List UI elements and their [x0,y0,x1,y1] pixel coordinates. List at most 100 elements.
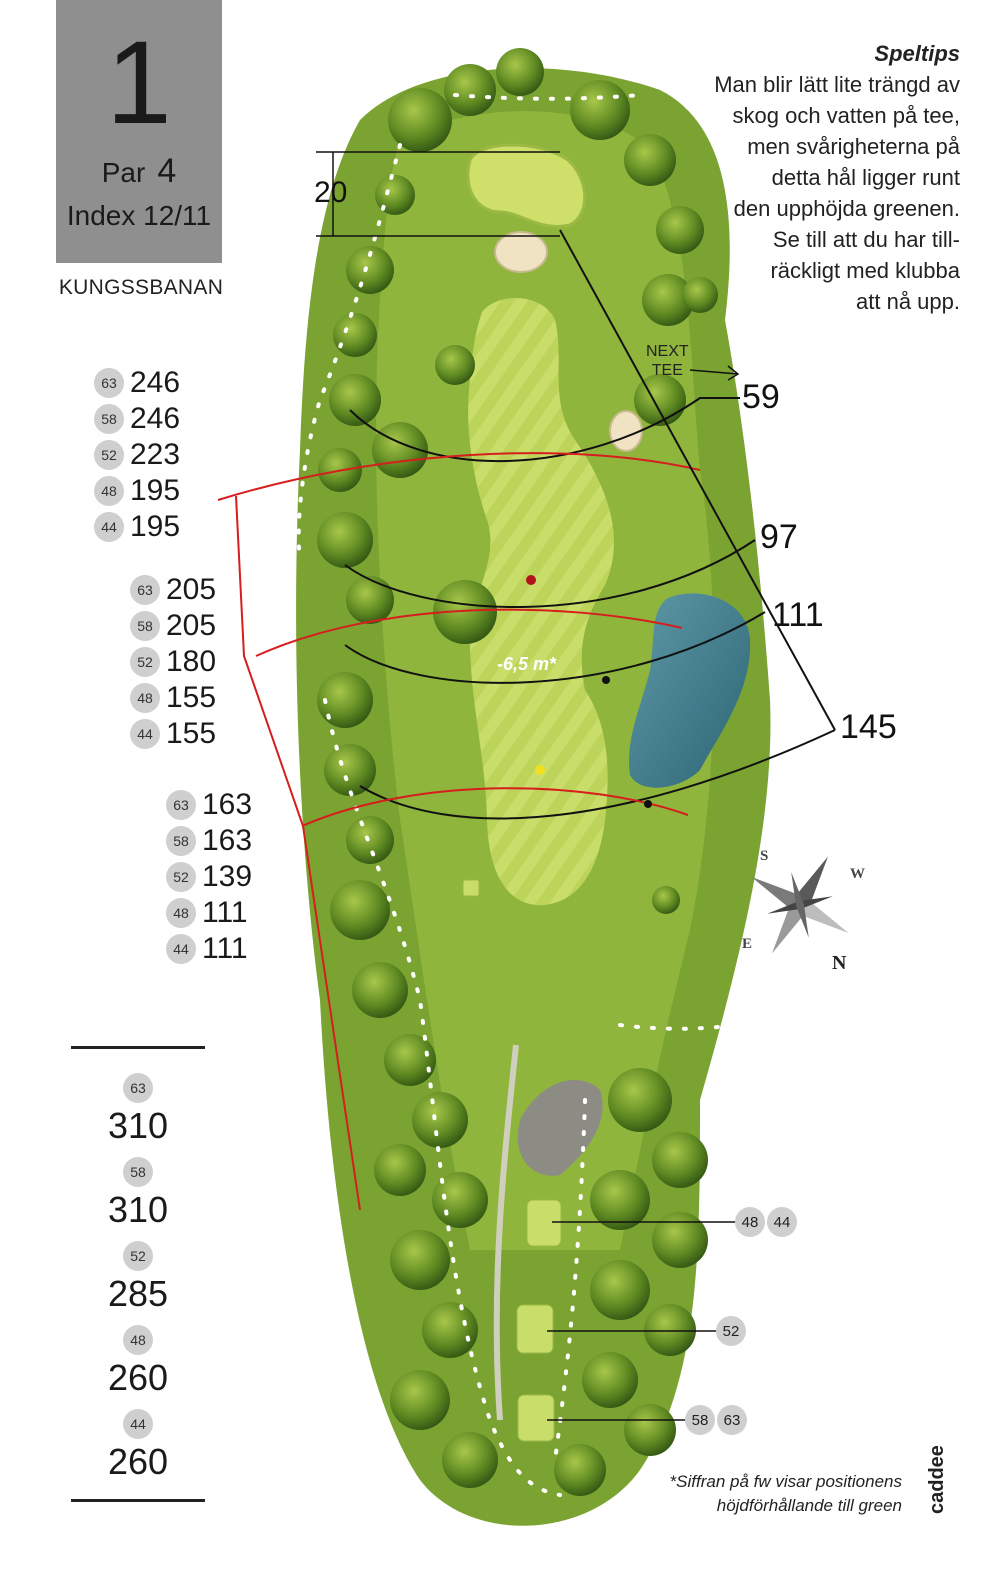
distance-label-111: 111 [772,596,824,634]
distance-arc-97 [344,539,756,608]
tee-badge: 48 [94,476,124,506]
tee-badge: 44 [123,1409,153,1439]
compass-icon [751,856,849,954]
tips-line: räckligt med klubba [770,258,960,283]
tee-badge: 48 [130,683,160,713]
tee-box [462,879,480,897]
tee-badge: 63 [130,575,160,605]
tips-line: att nå upp. [856,289,960,314]
total-length: 260 [107,1441,169,1482]
distance-value: 195 [130,510,181,543]
tips-line: detta hål ligger runt [771,165,960,190]
par-value: 4 [157,152,177,190]
par-label: Par [101,157,146,188]
tee-badge: 58 [130,611,160,641]
tee-badge: 63 [94,368,124,398]
hole-index: Index 12/11 [66,200,212,231]
water-hazard [629,593,751,788]
tee-badge: 44 [166,934,196,964]
tips-line: men svårigheterna på [747,134,960,159]
bunker [609,410,643,452]
tee-marker-badge: 58 [685,1405,715,1435]
compass-w: W [850,866,865,882]
tee-marker-badge: 48 [735,1207,765,1237]
brand-name: caddee [926,1445,948,1514]
boundary-dots [296,93,737,1497]
tips-line: Man blir lätt lite trängd av [714,72,960,97]
tips-line: den upphöjda greenen. [733,196,960,221]
tee-badge: 44 [94,512,124,542]
compass-s: S [760,848,769,864]
green [466,143,587,228]
tee-badge: 63 [123,1073,153,1103]
distance-label-97: 97 [760,518,798,556]
elevation-label: -6,5 m* [497,654,557,674]
tee-badge: 48 [166,898,196,928]
tips-line: skog och vatten på tee, [732,103,961,128]
distance-value: 195 [130,474,181,507]
distance-value: 180 [166,645,217,678]
tee-badge: 58 [166,826,196,856]
course-name: KUNGSSBANAN [58,276,224,299]
footnote: *Siffran på fw visar positionens höjdför… [669,1472,902,1515]
tee-badge: 52 [166,862,196,892]
total-length: 260 [107,1357,169,1398]
hole-number: 1 [106,17,172,149]
total-length: 285 [107,1273,169,1314]
tee-badge: 58 [94,404,124,434]
distance-value: 155 [166,681,217,714]
tee-badge: 52 [130,647,160,677]
divider [71,1499,205,1502]
distance-value: 155 [166,717,217,750]
marker-dot [644,800,652,808]
green-depth-label: 20 [314,176,348,209]
brand-logo: caddee [920,1430,960,1520]
distance-value: 163 [202,788,253,821]
play-tips: Speltips Man blir lätt lite trängd av sk… [640,38,960,317]
tee-marker-badge: 63 [717,1405,747,1435]
layup-arc-1 [217,452,701,501]
distance-arc-111 [344,611,766,684]
fairway [468,298,614,906]
tee-badge: 44 [130,719,160,749]
tee-box [526,1199,562,1247]
red-connector [235,495,361,1211]
tee-marker-badge: 52 [716,1316,746,1346]
tee-badge: 52 [94,440,124,470]
divider [71,1046,205,1049]
distance-value: 111 [202,896,248,929]
next-tee-label: NEXT TEE [646,343,689,379]
tips-title: Speltips [874,41,960,66]
tee-badge: 63 [166,790,196,820]
distance-value: 139 [202,860,253,893]
tee-badge: 58 [123,1157,153,1187]
distance-value: 246 [130,366,181,399]
distance-value: 246 [130,402,181,435]
distance-label-145: 145 [840,708,897,746]
distance-value: 205 [166,573,217,606]
rocks [517,1080,603,1176]
total-length: 310 [107,1105,169,1146]
compass-n: N [832,952,847,974]
tee-leader [547,1221,738,1421]
tee-totals: 63 310 58 310 52 285 48 260 44 260 [62,1046,214,1502]
distance-value: 205 [166,609,217,642]
distance-label-59: 59 [742,378,780,416]
layup-arc-2 [255,608,683,657]
tee-box [516,1304,554,1354]
marker-dot [602,676,610,684]
